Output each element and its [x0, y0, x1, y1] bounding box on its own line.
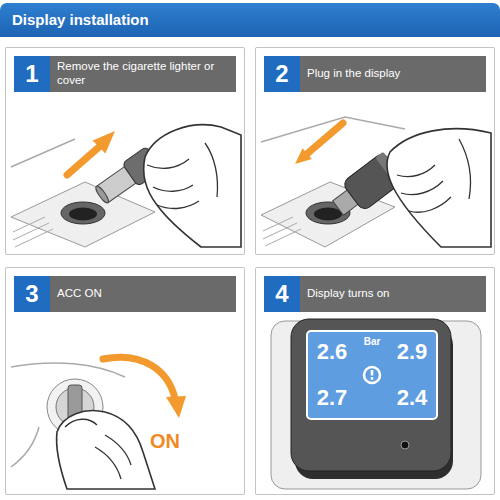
- hand: [57, 411, 155, 489]
- direction-arrow: [308, 123, 343, 153]
- header-bar: [264, 56, 486, 92]
- vent-grille: [13, 217, 53, 247]
- pressure-reading: 2.6: [311, 339, 353, 365]
- step-heading: ACC ON: [57, 276, 229, 312]
- step-number-text: 3: [14, 276, 50, 312]
- warning-dot: [371, 377, 374, 380]
- finger-lines: [397, 139, 471, 212]
- step-panel: Display turns on4 2.6 2.9Bar 2.7 2.4: [255, 267, 495, 495]
- step-three-illustration: [11, 276, 236, 489]
- display-device: [291, 319, 451, 471]
- pressure-reading: 2.9: [391, 339, 433, 365]
- lcd-screen: 2.6 2.9Bar 2.7 2.4: [307, 331, 437, 419]
- step-heading: Remove the cigarette lighter or cover: [57, 56, 229, 92]
- vent-grille: [263, 217, 301, 246]
- finger-lines: [147, 143, 218, 208]
- pressure-reading: 2.7: [311, 385, 353, 411]
- step-number-text: 2: [264, 56, 300, 92]
- lcd-background: [307, 331, 437, 419]
- dashboard-edge: [11, 427, 39, 467]
- step-panel: Plug in the display2: [255, 47, 495, 255]
- step-number-text: 4: [264, 276, 300, 312]
- switch-position-label: ON: [150, 428, 200, 454]
- direction-arrow: [67, 147, 99, 175]
- step-number: 1: [14, 56, 50, 92]
- finger-lines: [65, 419, 131, 479]
- lighter-tip: [94, 185, 110, 205]
- console-edge: [11, 139, 75, 167]
- warning-bar: [371, 370, 374, 376]
- step-heading: Plug in the display: [307, 56, 479, 92]
- step-two-illustration: [261, 56, 491, 247]
- pressure-reading: 2.4: [391, 385, 433, 411]
- step-number: 2: [264, 56, 300, 92]
- arrow-head: [166, 396, 186, 418]
- step-number-text: 1: [14, 56, 50, 92]
- step-one-illustration: [11, 56, 241, 247]
- step-heading: Display turns on: [307, 276, 479, 312]
- step-number: 3: [14, 276, 50, 312]
- header-bar: [14, 56, 236, 92]
- console-panel: [11, 182, 155, 247]
- arrow-head: [93, 131, 115, 153]
- tire-outline: [364, 367, 380, 383]
- light-sensor: [401, 441, 409, 449]
- turn-arrow: [103, 357, 175, 399]
- arrow-head: [295, 148, 312, 164]
- hand: [144, 125, 241, 247]
- socket-hole: [314, 208, 342, 221]
- step-panel: ACC ON3: [5, 267, 245, 495]
- step-four-illustration: [264, 276, 486, 489]
- hand: [387, 129, 491, 247]
- tire-icon: [364, 367, 380, 383]
- lighter-socket: [61, 202, 105, 224]
- header-bar: [264, 276, 486, 312]
- header-bar: [14, 276, 236, 312]
- unit-label: Bar: [354, 336, 390, 348]
- title-bar: Display installation: [0, 3, 500, 37]
- socket-hole: [69, 208, 97, 221]
- step-panel: Remove the cigarette lighter or cover1: [5, 47, 245, 255]
- dashboard-edge: [11, 363, 125, 377]
- step-number: 4: [264, 276, 300, 312]
